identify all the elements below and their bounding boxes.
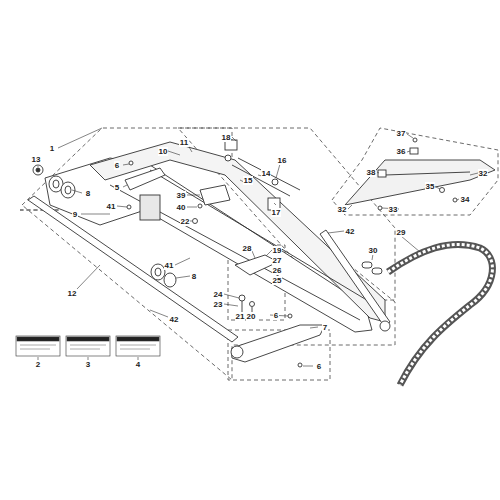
callout-number: 6 <box>316 362 322 371</box>
callout-number: 7 <box>322 323 328 332</box>
callout-number: 6 <box>273 311 279 320</box>
callout-number: 42 <box>345 227 356 236</box>
callout-number: 6 <box>114 161 120 170</box>
callout-number: 22 <box>180 217 191 226</box>
callout-number: 8 <box>85 189 91 198</box>
callout-number: 4 <box>135 360 141 369</box>
callout-number: 37 <box>396 129 407 138</box>
callout-number: 28 <box>242 244 253 253</box>
callout-number: 26 <box>272 266 283 275</box>
callout-number: 18 <box>221 133 232 142</box>
callout-number: 12 <box>67 289 78 298</box>
callout-number: 34 <box>460 195 471 204</box>
callout-number: 36 <box>396 147 407 156</box>
callout-number: 21 <box>235 312 246 321</box>
callout-number: 25 <box>272 276 283 285</box>
callout-number: 29 <box>396 228 407 237</box>
callout-number: 13 <box>31 155 42 164</box>
callout-number: 33 <box>388 205 399 214</box>
callout-number: 20 <box>246 312 257 321</box>
callout-number: 41 <box>106 202 117 211</box>
callout-number: 39 <box>176 191 187 200</box>
callout-number: 27 <box>272 256 283 265</box>
callout-number: 40 <box>176 203 187 212</box>
callout-number: 32 <box>478 169 489 178</box>
callout-number: 8 <box>191 272 197 281</box>
callout-number: 2 <box>35 360 41 369</box>
callout-number: 32 <box>337 205 348 214</box>
callout-number: 10 <box>158 147 169 156</box>
callout-number: 19 <box>272 246 283 255</box>
callout-number: 35 <box>425 182 436 191</box>
callout-number: 14 <box>261 169 272 178</box>
callout-number: 41 <box>164 261 175 270</box>
callout-number: 9 <box>72 210 78 219</box>
callout-number: 30 <box>368 246 379 255</box>
callout-number: 24 <box>213 290 224 299</box>
callout-number: 17 <box>271 208 282 217</box>
callout-number: 3 <box>85 360 91 369</box>
callout-number: 23 <box>213 300 224 309</box>
callout-number: 16 <box>277 156 288 165</box>
callout-number: 38 <box>366 168 377 177</box>
callout-number: 42 <box>169 315 180 324</box>
callout-number: 11 <box>179 138 189 147</box>
callout-number: 15 <box>243 176 254 185</box>
callout-number: 1 <box>49 144 55 153</box>
callout-number: 5 <box>114 183 120 192</box>
